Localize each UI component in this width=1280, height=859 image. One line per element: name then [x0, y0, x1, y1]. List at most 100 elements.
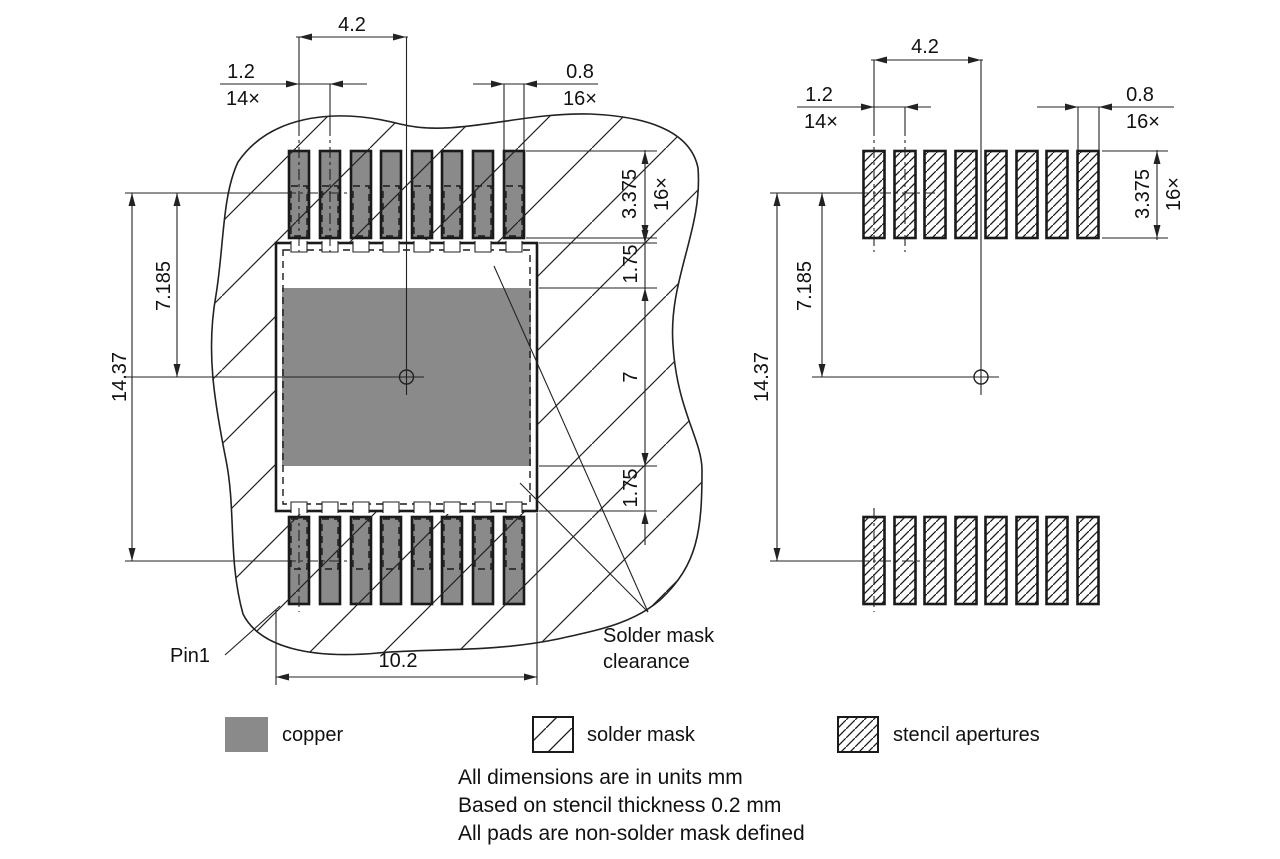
- stencil-apertures-legend-label: stencil apertures: [893, 724, 1040, 746]
- dim-mask-band-bottom-label: 1.75: [620, 469, 642, 508]
- stencil-aperture-top: [1015, 149, 1039, 240]
- dim-pitch-count-label: 14×: [226, 88, 260, 110]
- note-stencil-thickness: Based on stencil thickness 0.2 mm: [458, 794, 781, 817]
- stencil-dim-row-span-label: 14.37: [751, 352, 773, 402]
- mask-web-gap: [322, 501, 338, 514]
- mask-web-gap: [475, 501, 491, 514]
- dimension-arrowhead: [641, 230, 649, 243]
- dimension-lines: [125, 33, 1174, 685]
- dim-pad-width-count-label: 16×: [563, 88, 597, 110]
- stencil-aperture-top: [1045, 149, 1069, 240]
- stencil-apertures-swatch: [837, 716, 879, 753]
- dim-row-span-label: 14.37: [109, 352, 131, 402]
- mask-web-top: [505, 241, 523, 253]
- stencil-dim-aperture-length-value-label: 3.375: [1132, 169, 1154, 219]
- dimension-arrowhead: [330, 80, 343, 88]
- stencil-aperture-top: [984, 149, 1008, 240]
- stencil-dim-top-span-label: 4.2: [911, 36, 939, 58]
- dimension-arrowhead: [641, 151, 649, 164]
- dimension-arrowhead: [491, 80, 504, 88]
- dimension-arrowhead: [276, 673, 289, 681]
- dim-center-pad-label: 7: [620, 371, 642, 382]
- pin1-label: Pin1: [170, 645, 210, 667]
- dim-pitch-value-label: 1.2: [227, 61, 255, 83]
- mask-web-gap: [291, 240, 307, 253]
- copper-legend-label: copper: [282, 724, 343, 746]
- mask-web-top: [474, 241, 492, 253]
- legend: copper solder mask stencil apertures: [225, 716, 1040, 753]
- mask-web-bottom: [352, 501, 370, 513]
- stencil-aperture-top: [1076, 149, 1100, 240]
- dimension-arrowhead: [773, 548, 781, 561]
- mask-web-gap: [353, 501, 369, 514]
- dimension-arrowhead: [874, 56, 887, 64]
- center-mark: [973, 369, 989, 385]
- mask-web-bottom: [505, 501, 523, 513]
- solder-mask-legend-label: solder mask: [587, 724, 696, 746]
- dimension-arrowhead: [393, 33, 406, 41]
- stencil-dim-pitch-count-label: 14×: [804, 111, 838, 133]
- stencil-aperture-top: [954, 149, 978, 240]
- dimension-arrowhead: [905, 103, 918, 111]
- dimension-arrowhead: [1153, 151, 1161, 164]
- dimension-line: [224, 605, 281, 656]
- dimension-line: [493, 265, 649, 613]
- dimension-arrowhead: [1065, 103, 1078, 111]
- dimension-arrowhead: [1099, 103, 1112, 111]
- dim-mask-band-top-label: 1.75: [620, 245, 642, 284]
- dimension-arrowhead: [818, 364, 826, 377]
- stencil-aperture-bottom: [954, 515, 978, 606]
- dim-row-center-offset-label: 7.185: [153, 261, 175, 311]
- dimension-line: [519, 482, 649, 613]
- stencil-dim-aperture-length-count-label: 16×: [1163, 177, 1185, 211]
- dimension-arrowhead: [968, 56, 981, 64]
- dimension-arrowhead: [773, 193, 781, 206]
- mask-web-gap: [291, 501, 307, 514]
- mask-web-bottom: [290, 501, 308, 513]
- mask-web-gap: [414, 240, 430, 253]
- stencil-dim-row-center-offset-label: 7.185: [794, 261, 816, 311]
- dimension-arrowhead: [128, 193, 136, 206]
- mask-web-gap: [444, 501, 460, 514]
- dimension-arrowhead: [1153, 225, 1161, 238]
- mask-web-bottom: [413, 501, 431, 513]
- mask-web-gap: [506, 240, 522, 253]
- dimension-arrowhead: [641, 511, 649, 524]
- solder-mask-swatch: [532, 716, 574, 753]
- stencil-dim-pitch-value-label: 1.2: [805, 84, 833, 106]
- dimension-arrowhead: [286, 80, 299, 88]
- dimension-arrowhead: [641, 453, 649, 466]
- stencil-dim-aperture-width-count-label: 16×: [1126, 111, 1160, 133]
- mask-web-top: [413, 241, 431, 253]
- mask-web-gap: [383, 240, 399, 253]
- stencil-aperture-bottom: [1045, 515, 1069, 606]
- mask-web-bottom: [382, 501, 400, 513]
- mask-web-gap: [353, 240, 369, 253]
- notes: All dimensions are in units mm Based on …: [458, 766, 805, 845]
- dim-pad-width-value-label: 0.8: [566, 61, 594, 83]
- stencil-dim-aperture-width-value-label: 0.8: [1126, 84, 1154, 106]
- note-pad-definition: All pads are non-solder mask defined: [458, 822, 805, 845]
- stencil-aperture-bottom: [984, 515, 1008, 606]
- dimension-arrowhead: [299, 33, 312, 41]
- mask-web-gap: [322, 240, 338, 253]
- dimension-arrowhead: [641, 288, 649, 301]
- center-mark: [398, 369, 415, 385]
- mask-web-top: [382, 241, 400, 253]
- copper-swatch: [225, 717, 268, 752]
- stencil-aperture-top: [923, 149, 947, 240]
- stencil-aperture-bottom: [1076, 515, 1100, 606]
- mask-web-gap: [444, 240, 460, 253]
- dimension-arrowhead: [128, 548, 136, 561]
- mask-web-top: [443, 241, 461, 253]
- mask-web-bottom: [474, 501, 492, 513]
- mask-web-gap: [383, 501, 399, 514]
- mask-web-gap: [414, 501, 430, 514]
- solder-mask-clearance-callout-line2: clearance: [603, 651, 690, 673]
- dimension-arrowhead: [173, 193, 181, 206]
- dimension-arrowhead: [524, 80, 537, 88]
- dim-top-span-label: 4.2: [338, 14, 366, 36]
- note-units: All dimensions are in units mm: [458, 766, 743, 789]
- stencil-aperture-bottom: [1015, 515, 1039, 606]
- dimension-arrowhead: [818, 193, 826, 206]
